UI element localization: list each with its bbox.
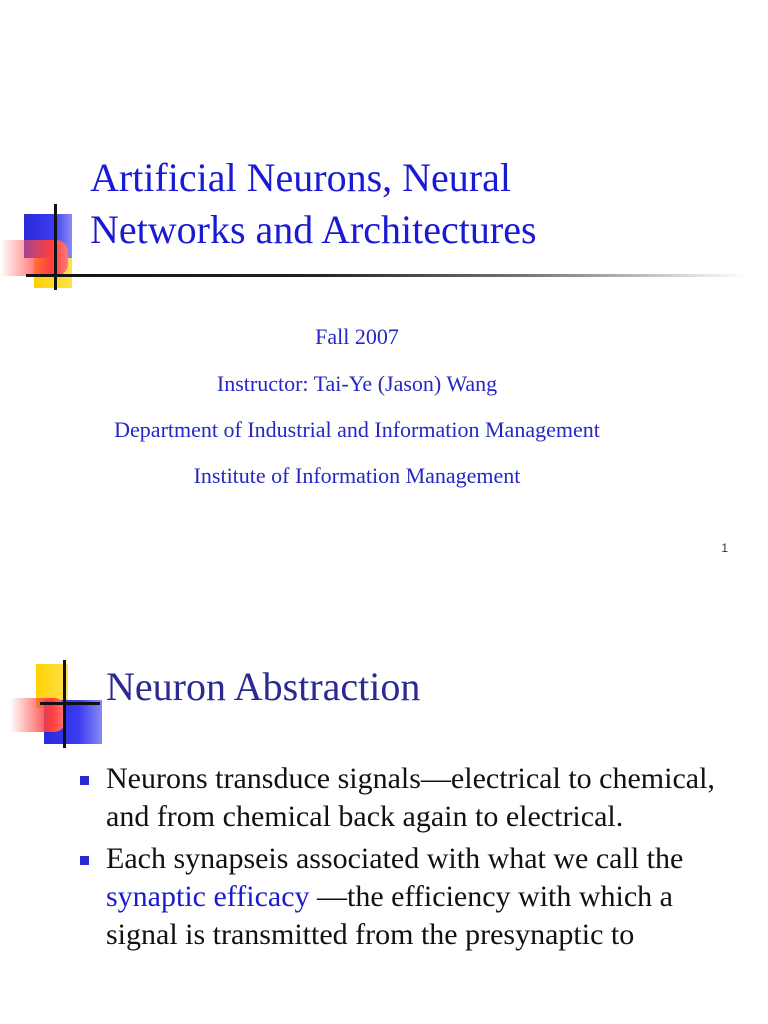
slide-title: Artificial Neurons, Neural Networks and … — [90, 152, 730, 256]
instructor-text: Instructor: Tai-Ye (Jason) Wang — [216, 371, 498, 396]
page-number: 1 — [721, 541, 728, 555]
title-line-2: Networks and Architectures — [90, 207, 537, 252]
term-text: Fall 2007 — [315, 324, 399, 349]
list-item: Each synapseis associated with what we c… — [76, 840, 716, 954]
slide-2: Neuron Abstraction Neurons transduce sig… — [0, 580, 768, 1024]
list-item: Neurons transduce signals—electrical to … — [76, 760, 716, 836]
slide-title: Neuron Abstraction — [106, 664, 421, 709]
synaptic-efficacy-term: synaptic efficacy — [106, 880, 310, 913]
department-text: Department of Industrial and Information… — [114, 417, 600, 442]
slide-logo-icon — [0, 656, 768, 756]
square-bullet-icon — [80, 776, 89, 785]
bullet-text-part: —the efficiency with which a signal is t… — [106, 880, 674, 951]
title-line-1: Artificial Neurons, Neural — [90, 155, 511, 200]
square-bullet-icon — [80, 856, 89, 865]
bullet-text: Neurons transduce signals—electrical to … — [106, 762, 715, 833]
institute-text: Institute of Information Management — [193, 463, 521, 488]
bullet-list: Neurons transduce signals—electrical to … — [76, 760, 716, 958]
bullet-text-part: Each synapseis associated with what we c… — [106, 842, 684, 875]
slide-logo-icon — [0, 200, 768, 300]
slide-1: Artificial Neurons, Neural Networks and … — [0, 152, 768, 555]
